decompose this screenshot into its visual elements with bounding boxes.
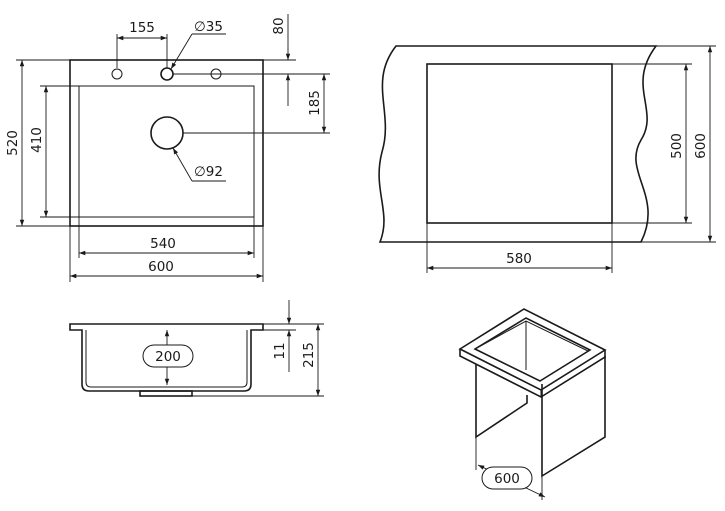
dim-185-label: 185 [307,90,323,116]
top-view: 155 ∅35 ∅92 80 185 [5,14,330,282]
dim-11-label: 11 [272,342,288,359]
frame-outer-side [459,349,606,398]
bowl-outline [78,85,255,218]
dimension-hole-offset: 155 [116,20,168,68]
dimension-bowl-width: 540 [78,217,255,258]
dimension-total-depth: 215 [192,323,324,397]
dimension-cutout-height: 500 [612,63,692,224]
tap-hole-center [160,67,174,81]
dimension-outer-height: 520 [5,59,70,227]
tap-hole-left [111,68,123,80]
dim-520-label: 520 [5,130,21,156]
dim-540-label: 540 [150,236,176,252]
dim-500-label: 500 [669,133,685,159]
dimension-drain-offset: 185 [183,73,330,134]
cabinet-left-panel [475,364,528,439]
dim-tap-hole-label: ∅35 [194,19,223,35]
drain-hole [150,116,184,150]
dim-600-cabinet-label: 600 [494,471,520,487]
drain-outlet [139,390,193,397]
dim-215-label: 215 [301,342,317,368]
cabinet-width-pill [481,466,533,490]
dim-80-label: 80 [271,17,287,34]
dim-600-height-label: 600 [693,133,709,159]
dimension-cabinet-height: 600 [641,45,716,243]
dimension-outer-width: 600 [69,226,264,282]
dim-200-label: 200 [155,349,181,365]
cabinet-view: 600 [458,308,607,500]
section-inner-wall [85,330,248,388]
dim-drain-hole-label: ∅92 [194,164,223,180]
section-view: 200 11 215 [69,300,324,397]
cutout-view: 580 500 600 [378,45,716,273]
frame-inner [473,317,592,382]
cutout-opening [426,63,613,224]
dimension-cutout-width: 580 [426,223,613,273]
dimension-tap-hole: ∅35 [170,19,226,70]
section-outline [69,323,264,392]
dimension-bowl-height: 410 [29,85,79,218]
sink-outline [69,59,264,227]
dim-580-label: 580 [506,251,532,267]
bowl-depth-pill [142,344,194,368]
dimension-cabinet-width: 600 [475,437,546,500]
dim-600-label: 600 [148,259,174,275]
dim-410-label: 410 [29,127,45,153]
dimension-drain-hole: ∅92 [172,147,226,182]
countertop-outline [378,45,658,243]
cabinet-front-panel [541,356,606,478]
dim-155-label: 155 [129,20,155,36]
dimension-rim-thickness: 11 [263,300,296,372]
